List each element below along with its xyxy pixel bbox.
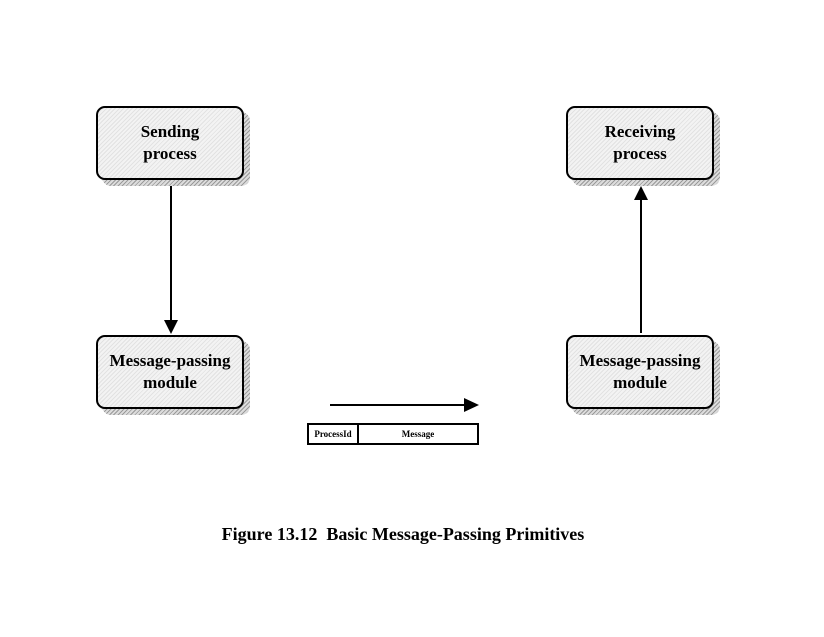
- receiver-module-label-line1: Message-passing: [579, 351, 701, 370]
- receiving-process-label-line2: process: [613, 144, 667, 163]
- receiving-process-node: Receiving process: [566, 106, 720, 186]
- sending-process-box: Sending process: [96, 106, 244, 180]
- receiver-module-node: Message-passing module: [566, 335, 720, 415]
- figure-title: Basic Message-Passing Primitives: [326, 524, 585, 544]
- receiver-module-box: Message-passing module: [566, 335, 714, 409]
- sending-process-label-line1: Sending: [140, 122, 200, 141]
- arrowhead-send-to-module: [164, 320, 178, 334]
- message-format-record: ProcessId Message: [307, 423, 479, 445]
- sender-module-node: Message-passing module: [96, 335, 250, 415]
- arrowhead-module-to-receive: [634, 186, 648, 200]
- receiver-module-label-line2: module: [613, 373, 667, 392]
- figure-number: Figure 13.12: [221, 524, 318, 544]
- receiving-process-label-line1: Receiving: [604, 122, 676, 141]
- figure-caption: Figure 13.12 Basic Message-Passing Primi…: [0, 524, 806, 545]
- sending-process-node: Sending process: [96, 106, 250, 186]
- sender-module-label-line1: Message-passing: [109, 351, 231, 370]
- receiving-process-box: Receiving process: [566, 106, 714, 180]
- sending-process-label-line2: process: [143, 144, 197, 163]
- message-field: Message: [401, 429, 435, 439]
- process-id-field: ProcessId: [309, 425, 359, 443]
- sender-module-label-line2: module: [143, 373, 197, 392]
- sender-module-box: Message-passing module: [96, 335, 244, 409]
- arrowhead-message-transfer: [464, 398, 479, 412]
